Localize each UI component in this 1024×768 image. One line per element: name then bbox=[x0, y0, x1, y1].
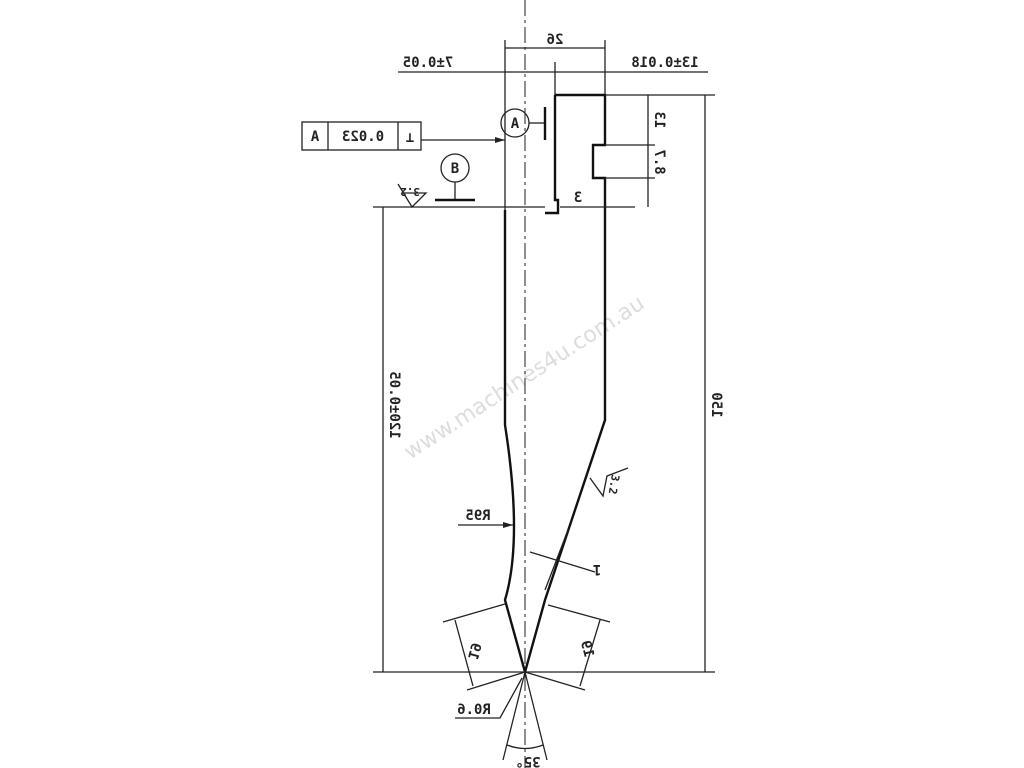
tolerance-datum: A bbox=[310, 129, 319, 145]
surface-finish-icon bbox=[589, 467, 629, 498]
dim-notch-height: 8.7 bbox=[651, 149, 667, 174]
dim-top-width: 26 bbox=[547, 32, 564, 48]
tolerance-frame: A 0.023 ⊥ bbox=[301, 121, 422, 151]
dim-height-to-datum: 120±0.05 bbox=[386, 371, 402, 438]
dim-chamfer: 1 bbox=[593, 561, 601, 577]
datum-b-label: B bbox=[451, 161, 459, 177]
part-step bbox=[545, 95, 560, 215]
dim-notch-top: 13 bbox=[651, 112, 667, 129]
tolerance-value: 0.023 bbox=[342, 129, 384, 145]
dim-overall-height: 150 bbox=[708, 392, 724, 417]
dim-step: 3 bbox=[574, 190, 582, 206]
surface-finish-flank: 3.2 bbox=[606, 473, 622, 495]
dim-left-offset: 7±0.05 bbox=[403, 55, 454, 71]
dim-tip-radius: R0.6 bbox=[457, 702, 491, 718]
dim-tip-angle: 35° bbox=[515, 753, 540, 768]
part-outline bbox=[503, 93, 607, 677]
surface-finish-top: 3.2 bbox=[400, 185, 420, 198]
arrow-icon bbox=[503, 522, 513, 528]
watermark: www.machines4u.com.au bbox=[400, 291, 650, 465]
datum-a-label: A bbox=[511, 116, 520, 132]
surface-finish-icon bbox=[397, 183, 428, 209]
dim-radius-body: R95 bbox=[465, 508, 490, 524]
arrow-icon bbox=[495, 137, 505, 143]
dim-tip-left: 19 bbox=[464, 641, 484, 661]
perpendicularity-icon: ⊥ bbox=[406, 130, 414, 146]
dim-tip-right: 19 bbox=[577, 639, 597, 659]
dim-right-offset: 13±0.018 bbox=[631, 55, 698, 71]
